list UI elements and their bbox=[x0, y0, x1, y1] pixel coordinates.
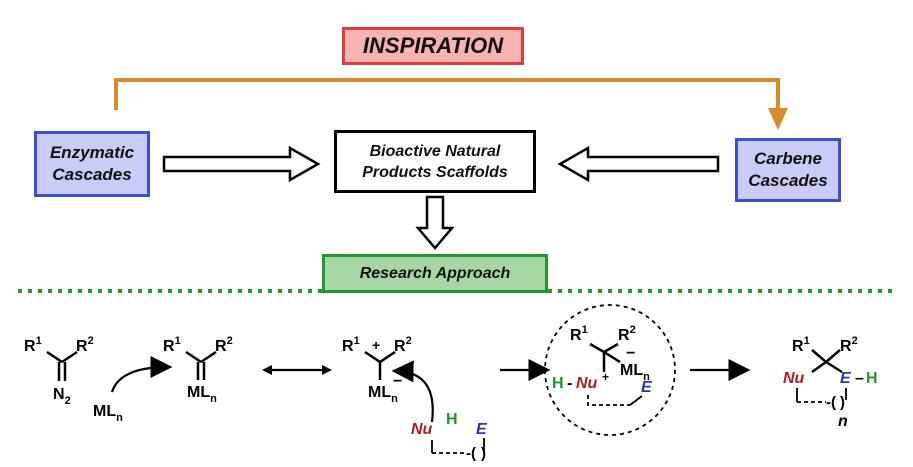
svg-text:MLn: MLn bbox=[187, 384, 217, 405]
svg-text:Nu: Nu bbox=[576, 375, 598, 392]
resonance-arrow bbox=[262, 365, 332, 375]
carbene-line-2: Cascades bbox=[748, 171, 828, 190]
svg-text:−: − bbox=[393, 373, 402, 390]
svg-text:Nu: Nu bbox=[411, 421, 433, 438]
svg-text:R2: R2 bbox=[618, 324, 636, 344]
svg-text:MLn: MLn bbox=[620, 362, 650, 383]
arrow-target-to-approach bbox=[415, 195, 455, 250]
svg-text:H: H bbox=[446, 411, 458, 428]
product: R1 R2 Nu E – H -( ) n bbox=[783, 335, 878, 430]
svg-text:H: H bbox=[552, 375, 564, 392]
svg-text:R2: R2 bbox=[840, 335, 858, 355]
arrow-enzymatic-to-target bbox=[162, 145, 321, 183]
carbene-cascades-box: Carbene Cascades bbox=[735, 138, 841, 202]
mln-reagent: MLn bbox=[93, 356, 173, 424]
transition-state: R1 R2 − MLn H - Nu + E bbox=[544, 304, 676, 436]
svg-text:R1: R1 bbox=[163, 335, 181, 355]
svg-text:-: - bbox=[567, 375, 572, 392]
bioactive-line-2: Products Scaffolds bbox=[362, 163, 508, 181]
svg-text:Nu: Nu bbox=[783, 370, 805, 387]
svg-text:N2: N2 bbox=[53, 386, 71, 407]
arrow-carbene-to-target bbox=[557, 145, 720, 183]
svg-text:MLn: MLn bbox=[93, 403, 123, 424]
svg-text:–: – bbox=[855, 370, 864, 387]
svg-text:+: + bbox=[602, 370, 609, 384]
inspiration-bracket bbox=[114, 78, 788, 130]
svg-text:H: H bbox=[866, 370, 878, 387]
svg-text:R1: R1 bbox=[792, 335, 810, 355]
svg-text:R1: R1 bbox=[24, 335, 42, 355]
svg-text:E: E bbox=[641, 379, 653, 396]
research-approach-label: Research Approach bbox=[359, 264, 511, 282]
svg-text:R1: R1 bbox=[342, 335, 360, 355]
carbene-line-1: Carbene bbox=[753, 149, 822, 168]
metal-carbene: R1 R2 MLn bbox=[163, 335, 233, 405]
svg-text:MLn: MLn bbox=[368, 384, 398, 405]
svg-text:-(: -( bbox=[466, 445, 476, 462]
zwitterion-carbene: R1 R2 + − MLn bbox=[342, 335, 412, 405]
svg-text:): ) bbox=[481, 445, 486, 462]
svg-text:E: E bbox=[476, 421, 488, 438]
tethered-nucleophile: Nu H E -( ) bbox=[391, 360, 488, 462]
svg-text:n: n bbox=[838, 413, 848, 430]
inspiration-box: INSPIRATION bbox=[342, 27, 524, 65]
svg-text:R1: R1 bbox=[570, 324, 588, 344]
diazo-compound: R1 R2 N2 bbox=[24, 335, 94, 407]
svg-text:): ) bbox=[840, 394, 845, 411]
svg-text:R2: R2 bbox=[394, 335, 412, 355]
enzymatic-line-1: Enzymatic bbox=[49, 143, 135, 162]
enzymatic-cascades-box: Enzymatic Cascades bbox=[34, 131, 150, 197]
svg-text:E: E bbox=[840, 370, 852, 387]
svg-text:−: − bbox=[626, 345, 635, 362]
enzymatic-line-2: Cascades bbox=[52, 165, 132, 184]
svg-text:R2: R2 bbox=[215, 335, 233, 355]
svg-text:-(: -( bbox=[826, 394, 836, 411]
bioactive-line-1: Bioactive Natural bbox=[369, 142, 501, 160]
research-approach-box: Research Approach bbox=[322, 254, 548, 293]
svg-text:R2: R2 bbox=[76, 335, 94, 355]
bioactive-scaffolds-box: Bioactive Natural Products Scaffolds bbox=[334, 130, 536, 193]
inspiration-label: INSPIRATION bbox=[362, 33, 504, 58]
svg-text:+: + bbox=[372, 337, 380, 353]
